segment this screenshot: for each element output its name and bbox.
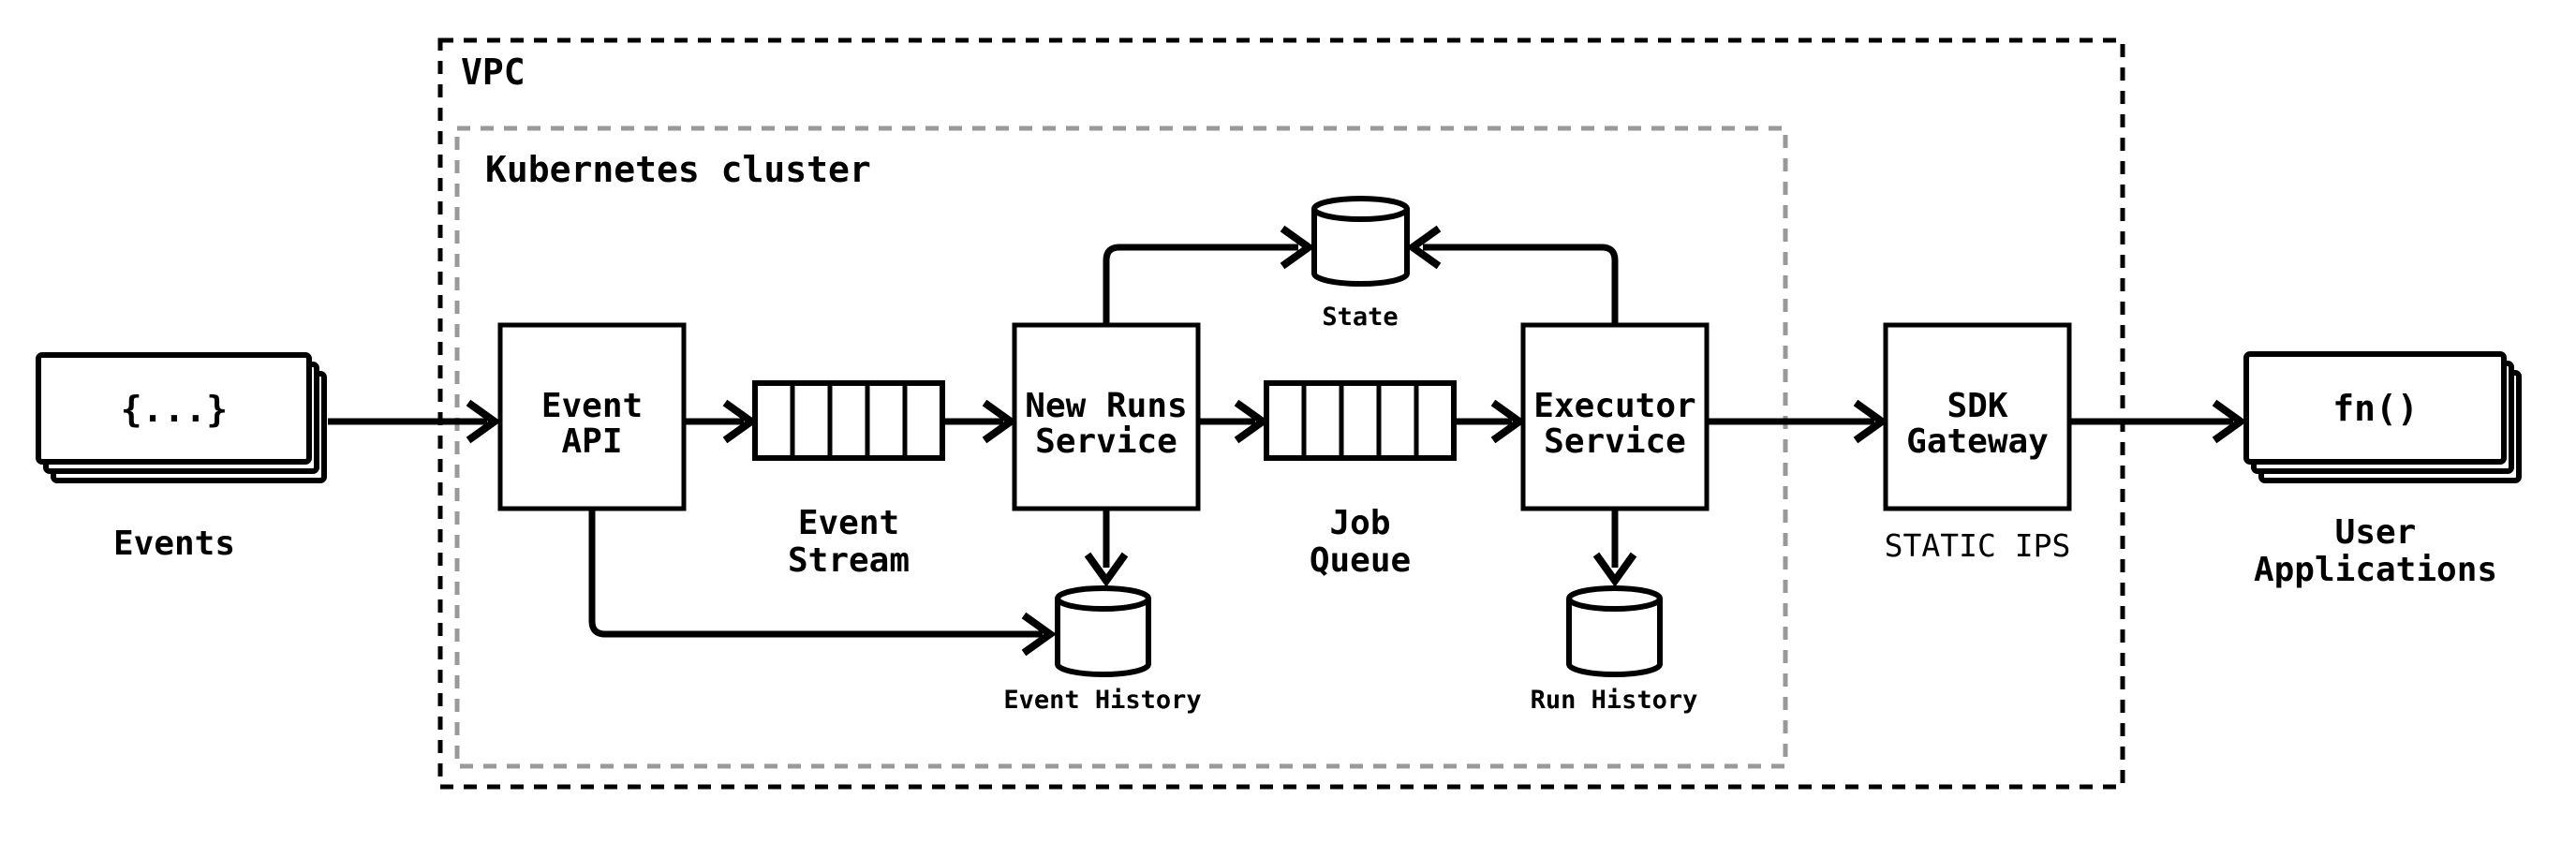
- run-history-cylinder-icon: [1566, 599, 1663, 677]
- user-applications-label-line1: User: [2335, 513, 2417, 552]
- edge-job-queue-to-executor: [1454, 399, 1526, 444]
- edge-event-api-to-event-history: [588, 509, 1057, 657]
- executor-service-box: [1520, 322, 1710, 511]
- event-stream-node: Event Stream: [752, 380, 945, 580]
- vpc-label: VPC: [461, 52, 526, 93]
- executor-service-node: Executor Service: [1520, 322, 1710, 511]
- vpc-container: VPC: [437, 37, 2125, 790]
- sdk-gateway-label-line1: SDK: [1947, 387, 2007, 425]
- event-history-cylinder-top: [1055, 585, 1151, 612]
- arrowhead-left-icon: [1406, 225, 1442, 270]
- kubernetes-cluster-label: Kubernetes cluster: [485, 149, 871, 190]
- arrowhead-down-icon: [1084, 552, 1129, 587]
- edge-new-runs-to-job-queue: [1198, 399, 1269, 444]
- events-label: Events: [113, 525, 235, 563]
- arrowhead-right-icon: [1234, 399, 1269, 444]
- job-queue-node: Job Queue: [1264, 380, 1457, 580]
- events-card-front: [36, 352, 312, 465]
- new-runs-service-label-line2: Service: [1035, 422, 1177, 461]
- edge-sdk-gateway-to-user-applications: [2069, 399, 2247, 444]
- arrowhead-right-icon: [1021, 612, 1057, 657]
- event-history-label: Event History: [1003, 686, 1201, 715]
- edge-event-stream-to-new-runs: [942, 399, 1017, 444]
- arrowhead-right-icon: [1853, 399, 1888, 444]
- sdk-gateway-box: [1883, 322, 2072, 511]
- edge-executor-to-run-history: [1592, 509, 1637, 587]
- sdk-gateway-static-ips-label: STATIC IPS: [1885, 527, 2071, 564]
- arrowhead-right-icon: [2212, 399, 2247, 444]
- kubernetes-cluster-border: [454, 126, 1788, 769]
- arrowhead-right-icon: [1490, 399, 1526, 444]
- job-queue-queue: [1264, 380, 1457, 461]
- state-label: State: [1322, 303, 1398, 332]
- sdk-gateway-node: SDK Gateway STATIC IPS: [1883, 322, 2072, 564]
- new-runs-service-node: New Runs Service: [1012, 322, 1201, 511]
- kubernetes-cluster-container: Kubernetes cluster: [454, 126, 1788, 769]
- run-history-label: Run History: [1531, 686, 1698, 715]
- edge-new-runs-to-event-history: [1084, 509, 1129, 587]
- edge-executor-to-sdk-gateway: [1707, 399, 1888, 444]
- sdk-gateway-label-line2: Gateway: [1906, 422, 2049, 461]
- state-node: State: [1311, 196, 1410, 332]
- event-history-node: Event History: [1003, 585, 1202, 715]
- event-history-cylinder-icon: [1055, 599, 1151, 677]
- job-queue-label-line2: Queue: [1310, 541, 1411, 580]
- new-runs-service-label-line1: New Runs: [1025, 387, 1187, 425]
- user-applications-label-line2: Applications: [2254, 551, 2497, 589]
- event-api-label-line2: API: [561, 422, 622, 461]
- state-cylinder-icon: [1311, 209, 1410, 287]
- edge-events-to-event-api: [328, 399, 501, 444]
- state-cylinder-top: [1311, 196, 1410, 222]
- new-runs-service-box: [1012, 322, 1201, 511]
- job-queue-label-line1: Job: [1329, 504, 1390, 542]
- event-api-node: Event API: [497, 322, 687, 511]
- arrowhead-right-icon: [1280, 225, 1315, 270]
- run-history-cylinder-top: [1566, 585, 1663, 612]
- event-stream-label-line1: Event: [798, 504, 899, 542]
- event-stream-label-line2: Stream: [788, 541, 910, 580]
- user-applications-card-front: [2243, 351, 2507, 465]
- events-icon-text: {...}: [121, 389, 228, 430]
- edge-new-runs-to-state: [1103, 225, 1315, 325]
- vpc-border: [437, 37, 2125, 790]
- run-history-node: Run History: [1531, 585, 1698, 715]
- user-applications-node: fn() User Applications: [2243, 351, 2522, 589]
- executor-service-label-line1: Executor: [1533, 387, 1695, 425]
- arrowhead-right-icon: [982, 399, 1017, 444]
- executor-service-label-line2: Service: [1544, 422, 1686, 461]
- edge-executor-to-state: [1406, 225, 1619, 325]
- event-api-label-line1: Event: [541, 387, 643, 425]
- arrowhead-right-icon: [466, 399, 501, 444]
- user-applications-icon-text: fn(): [2332, 388, 2419, 429]
- arrowhead-down-icon: [1592, 552, 1637, 587]
- arrowhead-right-icon: [722, 399, 758, 444]
- event-stream-queue: [752, 380, 945, 461]
- events-node: {...} Events: [36, 352, 327, 563]
- edge-event-api-to-event-stream: [684, 399, 758, 444]
